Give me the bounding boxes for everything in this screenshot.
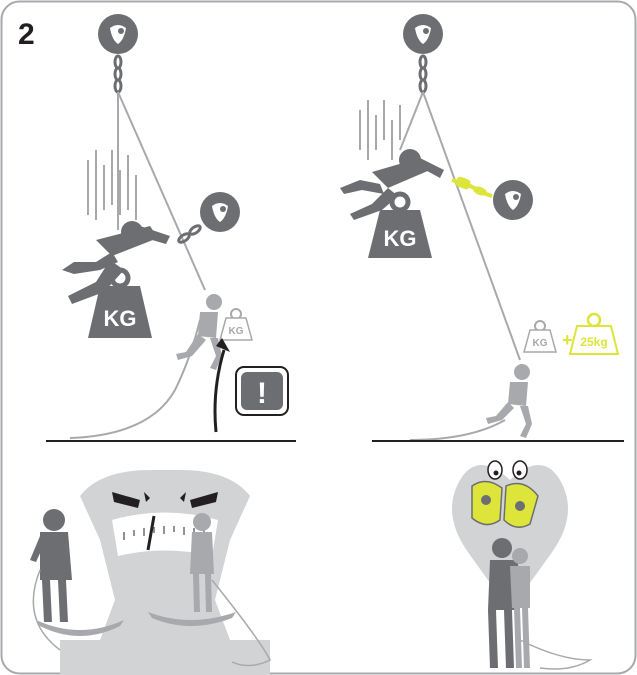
heart-rope [520,640,590,669]
heavy-kg-label-left: KG [104,306,137,331]
side-anchor-icon-right [493,180,533,220]
light-kg-weight-icon-right: KG [524,321,556,352]
added-weight-icon: 25kg [570,314,618,354]
top-anchor-icon [98,14,138,54]
fall-motion-lines-right [360,100,400,160]
side-anchor-icon [177,192,240,244]
heart-eyes [488,461,527,479]
light-kg-label-left: KG [229,326,244,337]
light-kg-label-right: KG [533,338,548,349]
weight-scale-scene [30,470,270,675]
anchor-chain [115,56,121,92]
warning-icon: ! [236,367,288,415]
step-number: 2 [18,18,35,51]
rope-to-belayer-right [423,92,520,360]
scale-base [60,640,270,675]
fall-motion-lines [88,150,136,220]
anchor-chain-right [420,56,426,92]
top-anchor-icon-right [403,14,443,54]
heavy-person-on-scale [30,509,72,622]
added-weight-label: 25kg [580,335,607,349]
warning-symbol: ! [257,377,267,410]
light-kg-weight-icon: KG [220,309,252,340]
heavy-kg-label-right: KG [384,226,417,251]
left-scene: KG KG ! [46,14,296,441]
light-climber-figure [176,294,222,370]
rope-to-heavy-climber-right [400,92,423,150]
yellow-resistor-device-icon [452,176,492,196]
right-scene: KG KG + 25kg [340,14,624,441]
heart-scene [452,461,590,669]
rope-to-belayer [118,92,205,290]
